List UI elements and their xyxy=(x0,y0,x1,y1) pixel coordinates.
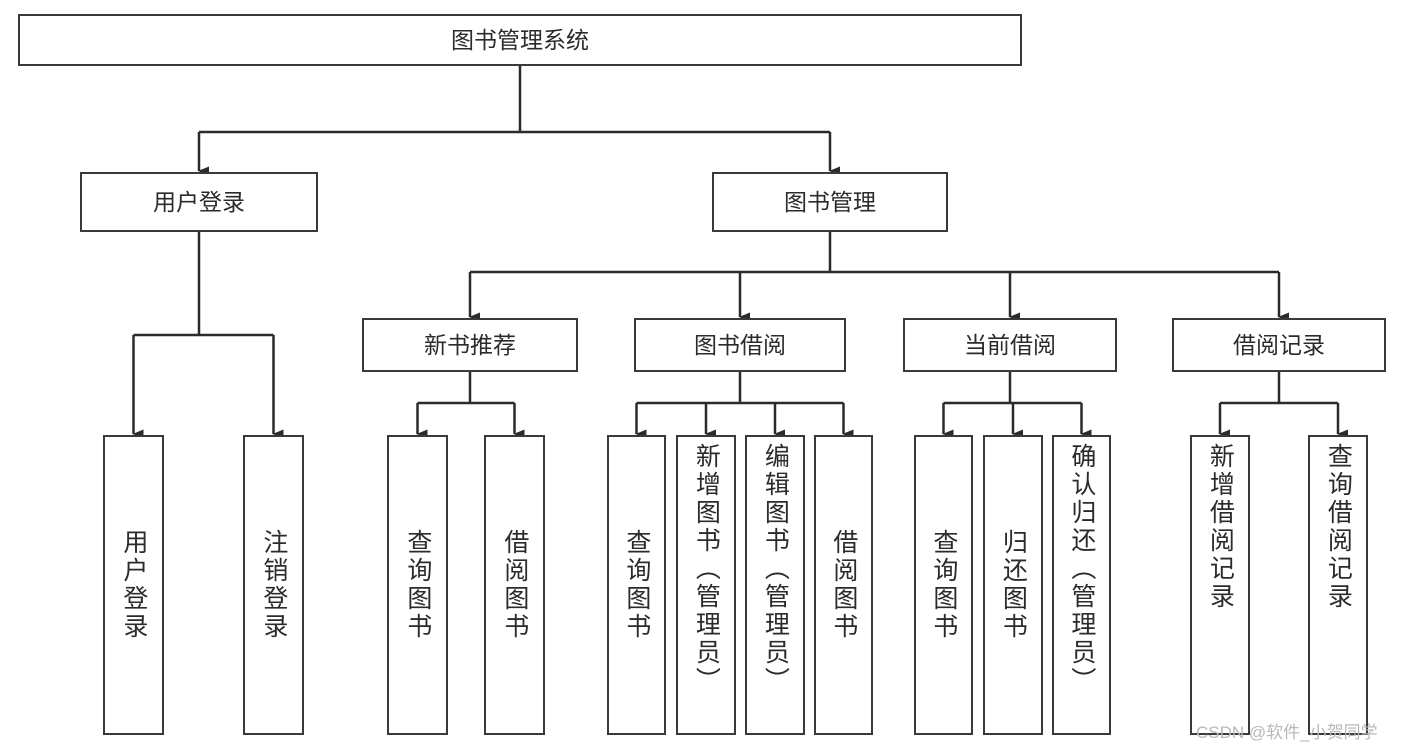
node-leaf-query-book-2[interactable]: 查询图书 xyxy=(607,435,666,735)
node-leaf-query-book-3[interactable]: 查询图书 xyxy=(914,435,973,735)
node-label: 借阅图书 xyxy=(829,529,858,641)
edge-layer xyxy=(132,66,1348,439)
node-label: 当前借阅 xyxy=(964,331,1056,358)
node-label: 确认归还（管理员） xyxy=(1067,443,1096,695)
node-leaf-confirm-return[interactable]: 确认归还（管理员） xyxy=(1052,435,1111,735)
node-leaf-query-book-1[interactable]: 查询图书 xyxy=(387,435,448,735)
node-label: 用户登录 xyxy=(153,188,245,215)
node-label: 新增图书（管理员） xyxy=(692,443,721,695)
node-book-borrow[interactable]: 图书借阅 xyxy=(634,318,846,372)
node-label: 图书管理系统 xyxy=(451,26,589,53)
node-leaf-logout[interactable]: 注销登录 xyxy=(243,435,304,735)
node-leaf-edit-book[interactable]: 编辑图书（管理员） xyxy=(745,435,805,735)
node-label: 查询图书 xyxy=(403,529,432,641)
node-label: 图书管理 xyxy=(784,188,876,215)
node-book-manage[interactable]: 图书管理 xyxy=(712,172,948,232)
node-leaf-borrow-book-2[interactable]: 借阅图书 xyxy=(814,435,873,735)
node-new-book-rec[interactable]: 新书推荐 xyxy=(362,318,578,372)
node-label: 编辑图书（管理员） xyxy=(761,443,790,695)
node-label: 借阅图书 xyxy=(500,529,529,641)
node-label: 新书推荐 xyxy=(424,331,516,358)
node-label: 归还图书 xyxy=(999,529,1028,641)
node-leaf-borrow-book-1[interactable]: 借阅图书 xyxy=(484,435,545,735)
node-label: 查询图书 xyxy=(929,529,958,641)
node-label: 借阅记录 xyxy=(1233,331,1325,358)
node-user-login[interactable]: 用户登录 xyxy=(80,172,318,232)
node-leaf-return-book[interactable]: 归还图书 xyxy=(983,435,1043,735)
node-root[interactable]: 图书管理系统 xyxy=(18,14,1022,66)
csdn-watermark: CSDN @软件_小贺同学 xyxy=(1196,723,1378,742)
node-leaf-add-book[interactable]: 新增图书（管理员） xyxy=(676,435,736,735)
node-current-borrow[interactable]: 当前借阅 xyxy=(903,318,1117,372)
node-borrow-record[interactable]: 借阅记录 xyxy=(1172,318,1386,372)
node-leaf-user-login[interactable]: 用户登录 xyxy=(103,435,164,735)
node-label: 新增借阅记录 xyxy=(1206,443,1235,611)
node-label: 用户登录 xyxy=(119,529,148,641)
node-leaf-add-record[interactable]: 新增借阅记录 xyxy=(1190,435,1250,735)
node-label: 注销登录 xyxy=(259,529,288,641)
node-leaf-query-record[interactable]: 查询借阅记录 xyxy=(1308,435,1368,735)
node-label: 查询借阅记录 xyxy=(1324,443,1353,611)
node-label: 图书借阅 xyxy=(694,331,786,358)
node-label: 查询图书 xyxy=(622,529,651,641)
